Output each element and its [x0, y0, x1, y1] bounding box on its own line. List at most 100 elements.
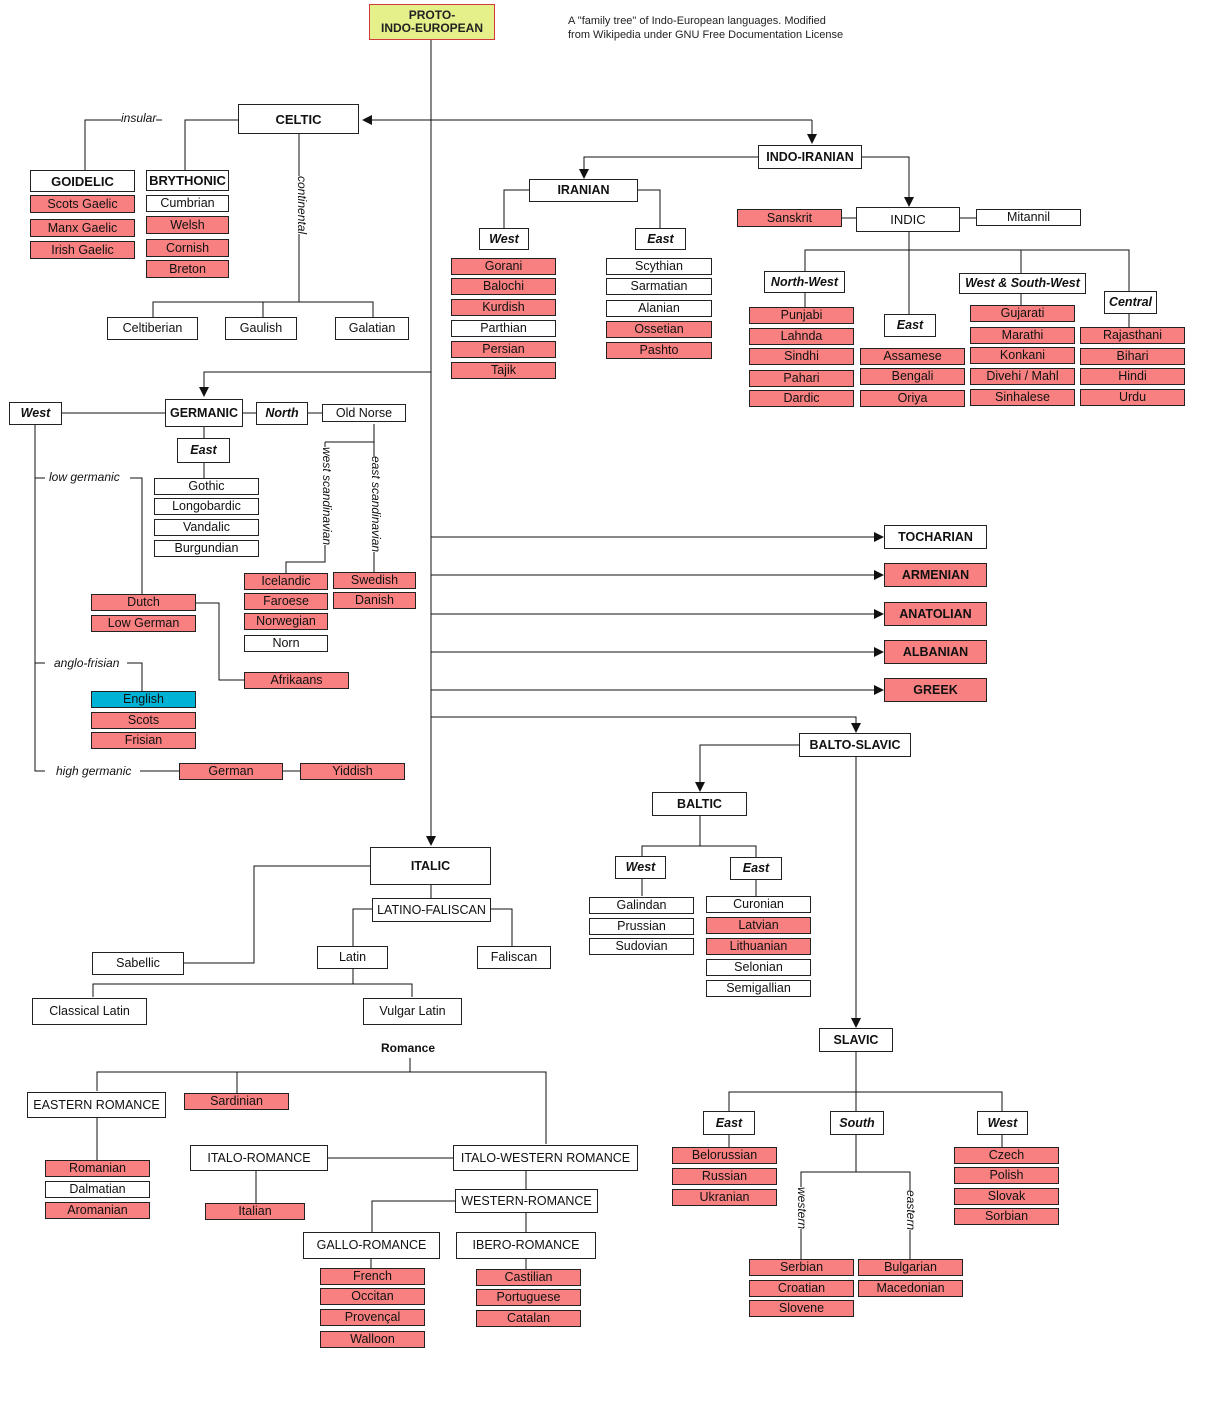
lang-yiddish: Yiddish — [300, 763, 405, 780]
root-node: PROTO- INDO-EUROPEAN — [369, 4, 495, 40]
lang-gothic: Gothic — [154, 478, 259, 495]
note-line-1: A "family tree" of Indo-European languag… — [568, 15, 826, 27]
lang-serbian: Serbian — [749, 1259, 854, 1276]
germanic-node: GERMANIC — [165, 399, 243, 427]
greek-node: GREEK — [884, 678, 987, 702]
lang-aromanian: Aromanian — [45, 1202, 150, 1219]
germanic-west-node: West — [9, 402, 62, 425]
lang-longobardic: Longobardic — [154, 498, 259, 515]
lang-danish: Danish — [333, 592, 416, 609]
lang-burgundian: Burgundian — [154, 540, 259, 557]
lang-dardic: Dardic — [749, 390, 854, 407]
lang-bihari: Bihari — [1080, 348, 1185, 365]
insular-label: insular — [121, 111, 157, 125]
lang-portuguese: Portuguese — [476, 1289, 581, 1306]
slavic-south-node: South — [830, 1111, 884, 1135]
lang-norwegian: Norwegian — [244, 613, 328, 630]
lang-sudovian: Sudovian — [589, 938, 694, 955]
goidelic-node: GOIDELIC — [30, 170, 135, 192]
balto-slavic-node: BALTO-SLAVIC — [799, 733, 911, 757]
lang-punjabi: Punjabi — [749, 307, 854, 324]
lang-oriya: Oriya — [860, 390, 965, 407]
lang-old-norse: Old Norse — [322, 404, 406, 422]
baltic-east-node: East — [730, 857, 782, 880]
lang-irish-gaelic: Irish Gaelic — [30, 241, 135, 259]
lang-pashto: Pashto — [606, 342, 712, 359]
lang-selonian: Selonian — [706, 959, 811, 976]
lang-marathi: Marathi — [970, 327, 1075, 344]
western-label: western — [795, 1187, 809, 1230]
lang-faliscan: Faliscan — [477, 946, 551, 969]
lang-sarmatian: Sarmatian — [606, 278, 712, 295]
lang-hindi: Hindi — [1080, 368, 1185, 385]
lang-belorussian: Belorussian — [672, 1147, 777, 1164]
lang-sanskrit: Sanskrit — [737, 209, 842, 227]
west-scandinavian-label: west scandinavian — [320, 447, 334, 546]
east-scandinavian-label: east scandinavian — [369, 456, 383, 553]
lang-curonian: Curonian — [706, 896, 811, 913]
lang-sinhalese: Sinhalese — [970, 389, 1075, 406]
latino-faliscan-node: LATINO-FALISCAN — [372, 898, 491, 922]
lang-bengali: Bengali — [860, 368, 965, 385]
armenian-node: ARMENIAN — [884, 563, 987, 587]
lang-walloon: Walloon — [320, 1331, 425, 1348]
lang-konkani: Konkani — [970, 347, 1075, 364]
indic-node: INDIC — [856, 207, 960, 232]
lang-norn: Norn — [244, 635, 328, 652]
lang-occitan: Occitan — [320, 1288, 425, 1305]
italo-western-romance-node: ITALO-WESTERN ROMANCE — [453, 1145, 638, 1171]
lang-ukranian: Ukranian — [672, 1189, 777, 1206]
lang-russian: Russian — [672, 1168, 777, 1185]
iranian-node: IRANIAN — [529, 179, 638, 202]
italic-node: ITALIC — [370, 847, 491, 885]
ibero-romance-node: IBERO-ROMANCE — [456, 1232, 596, 1259]
lang-bulgarian: Bulgarian — [858, 1259, 963, 1276]
lang-lithuanian: Lithuanian — [706, 938, 811, 955]
germanic-east-node: East — [177, 438, 230, 463]
lang-gujarati: Gujarati — [970, 305, 1075, 322]
italo-romance-node: ITALO-ROMANCE — [190, 1145, 328, 1171]
high-germanic-label: high germanic — [56, 764, 132, 778]
indic-central-node: Central — [1104, 291, 1157, 314]
lang-swedish: Swedish — [333, 572, 416, 589]
germanic-north-node: North — [256, 402, 308, 425]
source-note: A "family tree" of Indo-European languag… — [568, 14, 843, 42]
note-line-2: from Wikipedia under GNU Free Documentat… — [568, 29, 844, 41]
slavic-node: SLAVIC — [819, 1028, 893, 1052]
lang-italian: Italian — [205, 1203, 305, 1220]
lang-persian: Persian — [451, 341, 556, 358]
indo-iranian-node: INDO-IRANIAN — [758, 145, 862, 169]
lang-prussian: Prussian — [589, 918, 694, 935]
indic-west-south-west-node: West & South-West — [959, 273, 1086, 294]
low-germanic-label: low germanic — [49, 470, 120, 484]
lang-english: English — [91, 691, 196, 708]
iranian-west-node: West — [479, 228, 529, 250]
lang-semigallian: Semigallian — [706, 980, 811, 997]
lang-welsh: Welsh — [146, 216, 229, 234]
brythonic-node: BRYTHONIC — [146, 170, 229, 191]
lang-mitannil: Mitannil — [976, 209, 1081, 226]
lang-galatian: Galatian — [335, 317, 409, 340]
celtic-node: CELTIC — [238, 104, 359, 134]
indic-east-node: East — [884, 314, 936, 337]
lang-urdu: Urdu — [1080, 389, 1185, 406]
lang-sardinian: Sardinian — [184, 1093, 289, 1110]
lang-frisian: Frisian — [91, 732, 196, 749]
lang-alanian: Alanian — [606, 300, 712, 317]
lang-lahnda: Lahnda — [749, 328, 854, 345]
lang-dalmatian: Dalmatian — [45, 1181, 150, 1198]
lang-kurdish: Kurdish — [451, 299, 556, 316]
lang-low-german: Low German — [91, 615, 196, 632]
eastern-label: eastern — [904, 1190, 918, 1231]
lang-slovak: Slovak — [954, 1188, 1059, 1205]
baltic-node: BALTIC — [652, 792, 747, 816]
lang-manx-gaelic: Manx Gaelic — [30, 219, 135, 237]
lang-pahari: Pahari — [749, 370, 854, 387]
root-line-1: PROTO- — [408, 8, 456, 23]
lang-croatian: Croatian — [749, 1280, 854, 1297]
lang-cornish: Cornish — [146, 239, 229, 257]
lang-latvian: Latvian — [706, 917, 811, 934]
lang-ossetian: Ossetian — [606, 321, 712, 338]
lang-balochi: Balochi — [451, 278, 556, 295]
